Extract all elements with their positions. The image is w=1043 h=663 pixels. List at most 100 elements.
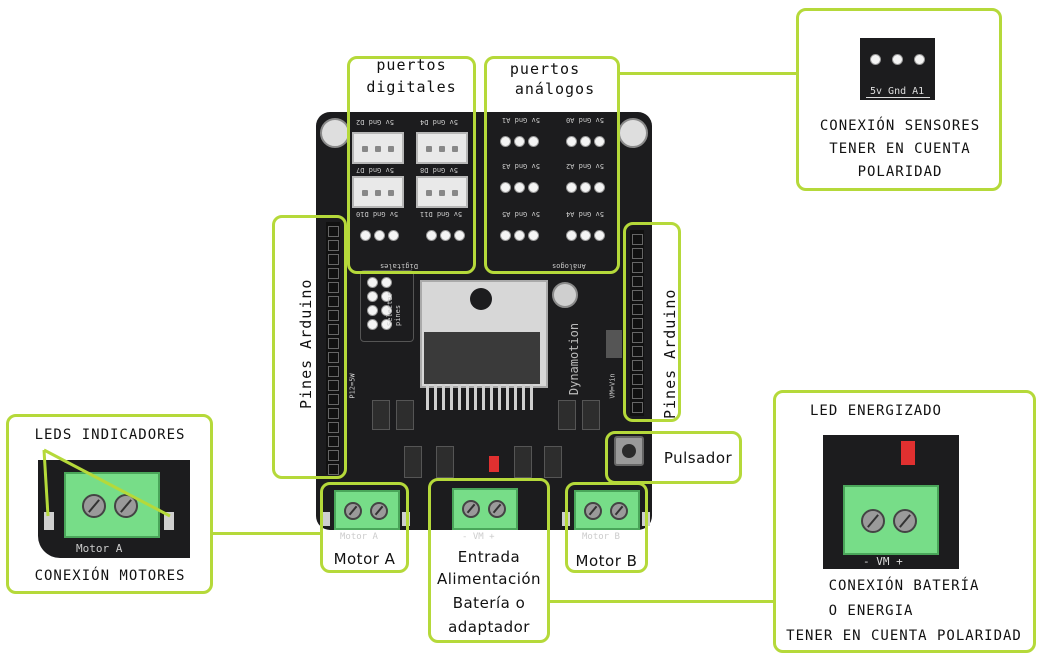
- callout-puertos-analogos: [484, 56, 620, 274]
- push-button: [614, 436, 644, 466]
- arduino-header-pin: [632, 276, 643, 287]
- callout-motor-a: [320, 482, 409, 573]
- pin-hole: [580, 230, 591, 241]
- arduino-header-pin: [632, 262, 643, 273]
- mount-hole-heatsink: [552, 282, 578, 308]
- label-conexion-bateria-1: CONEXIÓN BATERÍA: [828, 578, 980, 594]
- pin-hole: [892, 54, 903, 65]
- smd-component: [544, 446, 562, 478]
- motor-led-left: [44, 512, 54, 530]
- pin-hole: [528, 230, 539, 241]
- arduino-header-pin: [328, 408, 339, 419]
- motor-led-right: [164, 512, 174, 530]
- pin-hole: [580, 136, 591, 147]
- leader-line-sensors: [618, 72, 798, 75]
- callout-motor-b: [565, 482, 648, 573]
- label-puertos-analogos-1: puertos: [509, 60, 581, 78]
- arduino-header-pin: [632, 304, 643, 315]
- arduino-header-pin: [328, 254, 339, 265]
- smd-component: [404, 446, 422, 478]
- label-pulsador: Pulsador: [663, 449, 733, 467]
- pin-hole: [514, 136, 525, 147]
- pin-hole: [360, 230, 371, 241]
- label-conexion-bateria-2: O ENERGIA: [828, 603, 914, 619]
- arduino-header-pin: [632, 318, 643, 329]
- pin-hole: [388, 230, 399, 241]
- motor-leds-photo: Motor A: [38, 460, 190, 558]
- chip-legs: [426, 384, 538, 410]
- pin-hole: [514, 182, 525, 193]
- selector-pins-area: Selector pines: [360, 270, 414, 342]
- silk-sensor-pins: 5v Gnd A1: [870, 86, 925, 97]
- callout-puertos-digitales: [347, 56, 476, 274]
- silk-dynamotion: Dynamotion: [567, 322, 582, 396]
- smd-component: [582, 400, 600, 430]
- smd-component: [396, 400, 414, 430]
- smd-component: [372, 400, 390, 430]
- label-puertos-analogos-2: análogos: [514, 80, 596, 98]
- arduino-header-pin: [328, 380, 339, 391]
- arduino-header-pin: [328, 450, 339, 461]
- digital-connector-d7: [352, 176, 404, 208]
- callout-pines-arduino-right: [623, 222, 681, 422]
- label-entrada-3: Batería o: [452, 594, 526, 612]
- label-motor-a: Motor A: [333, 550, 396, 568]
- pin-hole: [870, 54, 881, 65]
- label-motor-b: Motor B: [575, 552, 638, 570]
- pin-hole: [566, 182, 577, 193]
- callout-pulsador: [605, 431, 742, 484]
- silk-vmvin: VM=Vin: [608, 373, 617, 399]
- pin-hole: [594, 230, 605, 241]
- arduino-header-pin: [328, 394, 339, 405]
- pin-hole: [566, 230, 577, 241]
- silk-motor-b: Motor B: [582, 532, 620, 542]
- terminal-vm-zoom: [843, 485, 939, 555]
- arduino-header-pin: [632, 332, 643, 343]
- terminal-motor-b: [574, 490, 640, 530]
- pin-hole: [500, 230, 511, 241]
- pin-hole: [528, 136, 539, 147]
- label-conexion-sensores-2: TENER EN CUENTA: [829, 141, 971, 157]
- pin-hole: [594, 136, 605, 147]
- pin-hole: [381, 319, 392, 330]
- arduino-header-pin: [328, 226, 339, 237]
- arduino-header-pin: [632, 402, 643, 413]
- silk-motor-a: Motor A: [340, 532, 378, 542]
- mount-hole-right: [618, 118, 648, 148]
- pin-hole: [367, 319, 378, 330]
- pin-hole: [381, 291, 392, 302]
- silk-motor-a-zoom: Motor A: [76, 542, 123, 555]
- callout-conexion-sensores: [796, 8, 1002, 191]
- label-leds-indicadores: LEDS INDICADORES: [34, 427, 186, 443]
- pin-hole: [381, 305, 392, 316]
- terminal-motor-a: [334, 490, 400, 530]
- arduino-header-pin: [632, 360, 643, 371]
- pin-hole: [566, 136, 577, 147]
- sensor-pins-photo: 5v Gnd A1: [860, 38, 935, 100]
- label-conexion-sensores-1: CONEXIÓN SENSORES: [819, 118, 981, 134]
- arduino-header-pin: [328, 240, 339, 251]
- arduino-header-pin: [328, 296, 339, 307]
- arduino-header-pin: [328, 422, 339, 433]
- smd-component: [558, 400, 576, 430]
- digital-connector-d8: [416, 176, 468, 208]
- silk-vm-zoom: - VM +: [863, 555, 903, 568]
- power-led: [489, 456, 499, 472]
- battery-terminal-photo: - VM +: [823, 435, 959, 569]
- callout-pines-arduino-left: [272, 215, 347, 479]
- label-led-energizado: LED ENERGIZADO: [809, 403, 942, 419]
- smd-component: [436, 446, 454, 478]
- jumper-block: [606, 330, 622, 358]
- power-led-zoom: [901, 441, 915, 465]
- label-entrada-1: Entrada: [457, 548, 521, 566]
- arduino-header-pin: [328, 310, 339, 321]
- pin-hole: [367, 291, 378, 302]
- label-conexion-motores: CONEXIÓN MOTORES: [34, 568, 186, 584]
- smd-component: [514, 446, 532, 478]
- pin-hole: [426, 230, 437, 241]
- pin-hole: [381, 277, 392, 288]
- arduino-header-pin: [328, 352, 339, 363]
- pin-hole: [454, 230, 465, 241]
- callout-leds-motores: [6, 414, 213, 594]
- leader-line-motors: [212, 532, 322, 535]
